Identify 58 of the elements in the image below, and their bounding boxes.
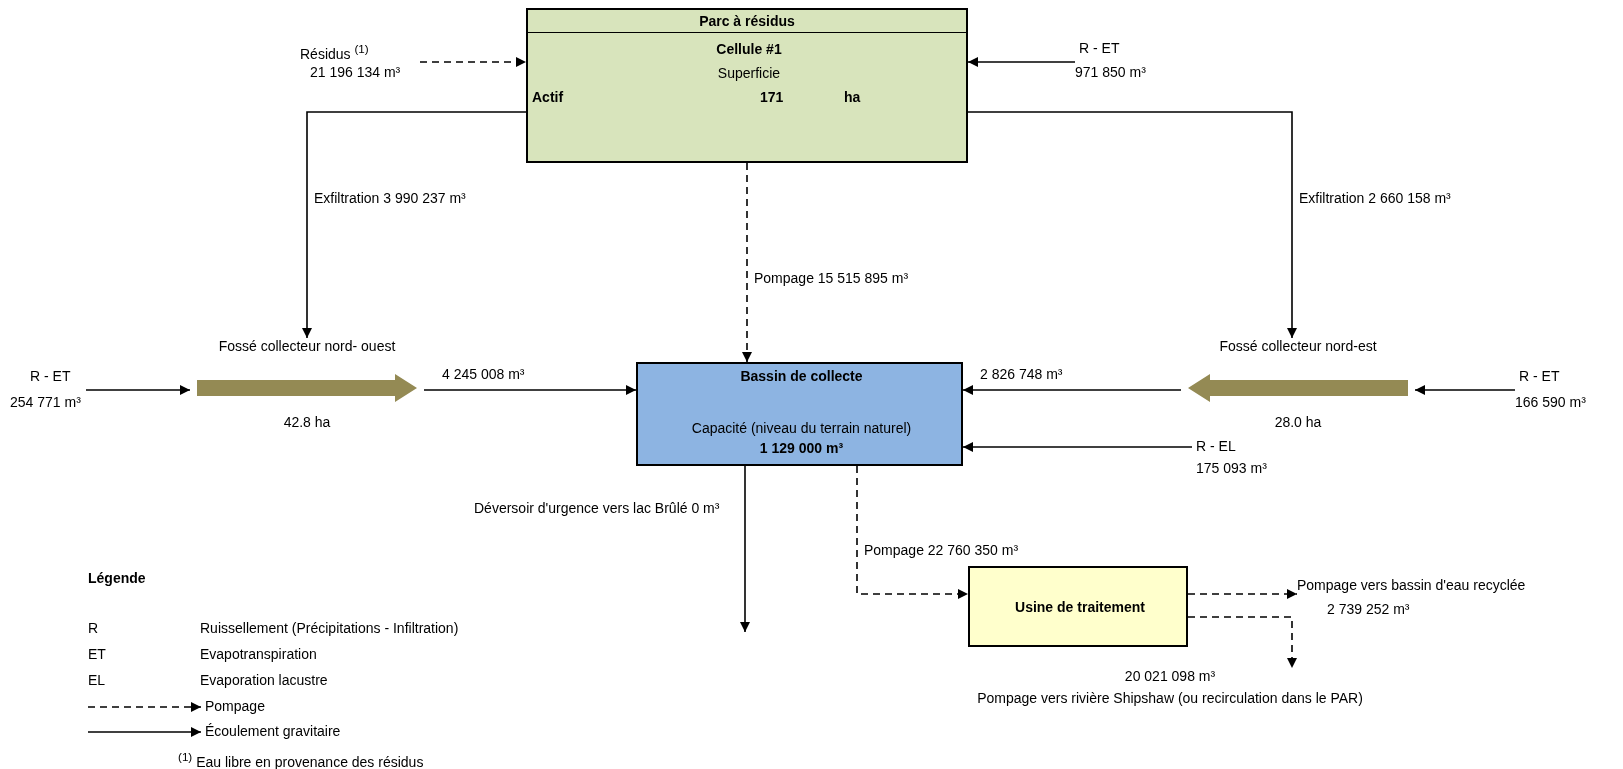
ditch-name: Fossé collecteur nord- ouest bbox=[217, 338, 397, 355]
pumping-arrow bbox=[1187, 589, 1298, 599]
tailings-park-box bbox=[526, 8, 968, 163]
footnote: $^{(1)}$ Eau libre en provenance des résidus bbox=[178, 749, 424, 769]
volume-label: 254 771 m³ bbox=[10, 394, 81, 411]
capacity-value: 1 129 000 m³ bbox=[758, 440, 845, 457]
area-label: 42.8 ha bbox=[282, 414, 332, 431]
box-title: Bassin de collecte bbox=[739, 368, 864, 385]
status-label: Actif bbox=[532, 89, 564, 106]
edge-label: Pompage 22 760 350 m³ bbox=[862, 542, 1021, 559]
destination-label: Pompage vers rivière Shipshaw (ou recirculation dans le PAR) bbox=[976, 690, 1364, 707]
volume-label: 166 590 m³ bbox=[1515, 394, 1586, 411]
capacity-label: Capacité (niveau du terrain naturel) bbox=[690, 420, 913, 437]
flow-arrow bbox=[967, 111, 1297, 339]
collection-basin-box bbox=[636, 362, 963, 466]
flow-arrow bbox=[962, 385, 1182, 395]
flow-name: R - ET bbox=[30, 368, 71, 385]
abbreviation: EL bbox=[88, 672, 106, 689]
box-heading: Parc à résidus bbox=[528, 10, 966, 33]
legend-title: Légende bbox=[88, 570, 146, 587]
destination-label: Pompage vers bassin d'eau recyclée bbox=[1297, 577, 1526, 594]
volume-label: 20 021 098 m³ bbox=[1123, 668, 1217, 685]
flow-name: Résidus $^{(1)}$ bbox=[300, 41, 369, 63]
flow-arrow bbox=[967, 57, 1076, 67]
treatment-plant-box bbox=[968, 566, 1188, 647]
abbreviation-definition: Evapotranspiration bbox=[200, 646, 317, 663]
flow-arrow bbox=[423, 385, 637, 395]
volume-label: 21 196 134 m³ bbox=[310, 64, 401, 81]
flow-arrow bbox=[1414, 385, 1516, 395]
abbreviation: R bbox=[88, 620, 99, 637]
pumping-arrow bbox=[1187, 616, 1297, 669]
legend-label: Pompage bbox=[205, 698, 265, 715]
edge-label: Déversoir d'urgence vers lac Brûlé 0 m³ bbox=[472, 500, 722, 517]
box-title: Usine de traitement bbox=[1014, 599, 1146, 616]
pumping-arrow bbox=[419, 57, 527, 67]
volume-label: 175 093 m³ bbox=[1196, 460, 1267, 477]
abbreviation-definition: Ruissellement (Précipitations - Infiltration) bbox=[200, 620, 459, 637]
flow-arrow bbox=[85, 385, 191, 395]
flow-arrow bbox=[962, 442, 1193, 452]
ditch-name: Fossé collecteur nord-est bbox=[1218, 338, 1378, 355]
abbreviation: ET bbox=[88, 646, 106, 663]
flow-name: R - ET bbox=[1079, 40, 1120, 57]
flow-arrow bbox=[302, 111, 527, 339]
field-label: Superficie bbox=[716, 65, 782, 82]
unit-label: ha bbox=[844, 89, 861, 106]
cell-title: Cellule #1 bbox=[715, 41, 783, 58]
edge-label: Pompage 15 515 895 m³ bbox=[752, 270, 911, 287]
volume-label: 971 850 m³ bbox=[1075, 64, 1146, 81]
flow-name: R - EL bbox=[1196, 438, 1236, 455]
flow-arrow bbox=[740, 465, 750, 633]
flow-name: R - ET bbox=[1519, 368, 1560, 385]
abbreviation-definition: Evaporation lacustre bbox=[200, 672, 328, 689]
legend-label: Écoulement gravitaire bbox=[205, 723, 341, 740]
area-label: 28.0 ha bbox=[1273, 414, 1323, 431]
pumping-arrow bbox=[742, 162, 752, 363]
volume-label: 2 739 252 m³ bbox=[1327, 601, 1410, 618]
area-value: 171 bbox=[760, 89, 784, 106]
pumping-arrow bbox=[856, 465, 969, 599]
